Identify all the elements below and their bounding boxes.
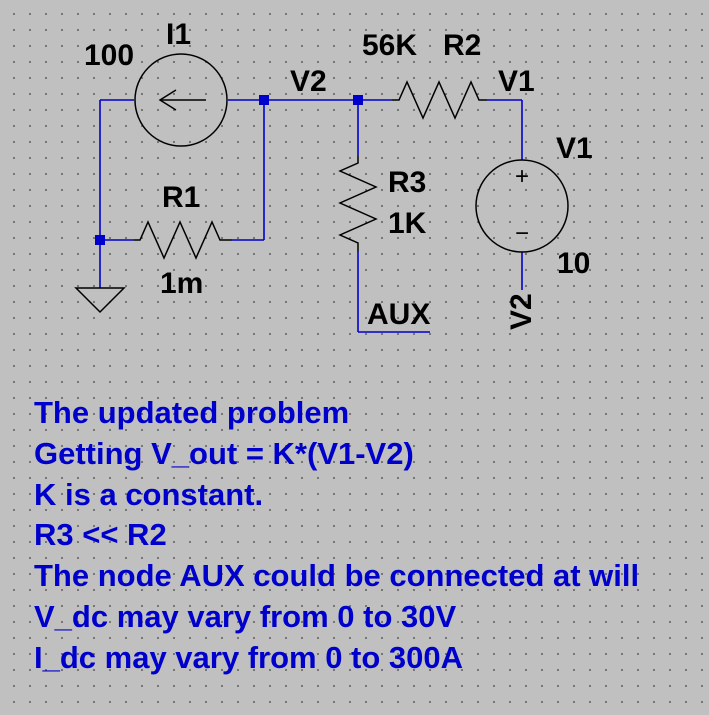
v1-minus-sign: −: [515, 220, 529, 247]
note-line: V_dc may vary from 0 to 30V: [34, 598, 457, 634]
resistor-r3: [338, 156, 378, 252]
label-v1-name: V1: [556, 132, 593, 165]
note-line: The node AUX could be connected at will: [34, 558, 640, 594]
label-r3-value: 1K: [388, 207, 427, 240]
voltage-source-v1: [475, 159, 569, 253]
net-label-aux: AUX: [367, 298, 430, 331]
problem-notes: The updated problem Getting V_out = K*(V…: [34, 393, 639, 679]
current-source-i1: [134, 53, 228, 147]
label-r3-name: R3: [388, 166, 426, 199]
note-line: R3 << R2: [34, 517, 167, 553]
resistor-r2: [392, 80, 487, 120]
junction-dot-r3: [353, 95, 363, 105]
note-line: The updated problem: [34, 395, 350, 430]
wires: [99, 99, 523, 333]
ground-icon: [74, 287, 126, 314]
net-label-v2-bottom: V2: [505, 293, 538, 330]
label-i1-value: 100: [84, 39, 134, 72]
net-label-v2-top: V2: [290, 65, 327, 98]
junction-dot-i1: [259, 95, 269, 105]
note-line: K is a constant.: [34, 476, 264, 512]
junction-dot-left: [95, 235, 105, 245]
label-r1-value: 1m: [160, 267, 203, 300]
v1-plus-sign: +: [515, 163, 529, 190]
label-r2-value: 56K: [362, 29, 417, 62]
label-v1-value: 10: [557, 247, 590, 280]
resistor-r1: [134, 220, 232, 260]
label-r1-name: R1: [162, 181, 200, 214]
note-line: I_dc may vary from 0 to 300A: [34, 639, 464, 675]
label-i1-name: I1: [166, 18, 191, 51]
label-r2-name: R2: [443, 29, 481, 62]
net-label-v1-top: V1: [498, 65, 535, 98]
note-line: Getting V_out = K*(V1-V2): [34, 435, 414, 471]
